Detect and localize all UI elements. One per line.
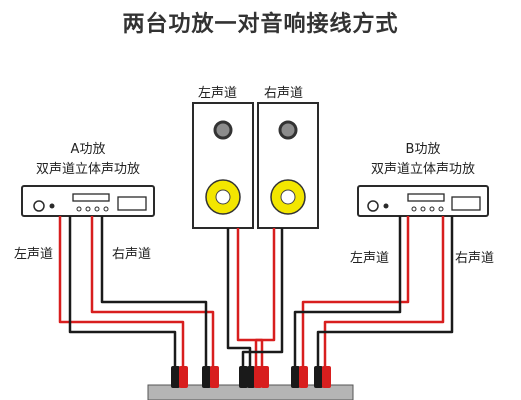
amp-a-dial (117, 196, 147, 211)
amp-a-power-knob (33, 200, 45, 212)
terminal-plug (202, 366, 211, 388)
amp-b-unit (357, 185, 489, 217)
amp-b-left-black-wire (293, 216, 402, 368)
terminal-plug (239, 366, 248, 388)
amp-a-right-black-wire (100, 216, 208, 368)
amp-a-subtitle: 双声道立体声功放 (35, 162, 140, 177)
amp-a-indicator (49, 203, 55, 209)
amp-b-right-channel-label: 右声道 (455, 251, 495, 266)
terminal-plug (179, 366, 188, 388)
amp-a-left-red-wire (58, 216, 185, 368)
amp-a-left-channel-label: 左声道 (14, 247, 54, 262)
amp-b-name: B功放 (405, 142, 441, 157)
amp-b-display (407, 193, 445, 202)
amp-a-right-red-wire (90, 216, 215, 368)
terminal-plug (254, 366, 262, 388)
amp-a-wires (58, 216, 215, 368)
amp-b-power-knob (367, 200, 379, 212)
terminal-plug (261, 366, 269, 388)
amp-a-right-channel-label: 右声道 (112, 247, 152, 262)
speaker-wires (226, 228, 284, 368)
terminal-plug (314, 366, 323, 388)
terminal-plug (299, 366, 308, 388)
right-speaker-red-wire (254, 228, 276, 368)
amp-b-subtitle: 双声道立体声功放 (370, 162, 475, 177)
amp-a-display (72, 193, 110, 202)
terminal-plug (291, 366, 300, 388)
amp-b-right-black-wire (316, 216, 454, 368)
right-tweeter (278, 120, 298, 140)
right-speaker-label: 右声道 (264, 86, 304, 101)
amp-b-indicator (383, 203, 389, 209)
amp-b-left-channel-label: 左声道 (350, 251, 390, 266)
amp-a-unit (21, 185, 155, 217)
left-speaker-label: 左声道 (198, 86, 238, 101)
terminal-plug (247, 366, 255, 388)
terminal-plug (171, 366, 180, 388)
left-speaker-red-wire (236, 228, 264, 368)
left-speaker-black-wire (226, 228, 252, 368)
amp-a-left-black-wire (68, 216, 177, 368)
amp-b-dial (451, 196, 481, 211)
amp-b-wires (293, 216, 454, 368)
amp-b-left-red-wire (301, 216, 410, 368)
amp-a-name: A功放 (70, 142, 106, 157)
terminal-block (147, 366, 354, 400)
amp-b-right-red-wire (323, 216, 445, 368)
terminal-plug (210, 366, 219, 388)
terminal-plug (322, 366, 331, 388)
right-speaker (257, 102, 319, 229)
left-tweeter (213, 120, 233, 140)
page-title: 两台功放一对音响接线方式 (122, 12, 399, 37)
left-woofer-cap (215, 189, 231, 205)
left-speaker (192, 102, 254, 229)
right-speaker-black-wire (241, 228, 284, 368)
right-woofer-cap (280, 189, 296, 205)
